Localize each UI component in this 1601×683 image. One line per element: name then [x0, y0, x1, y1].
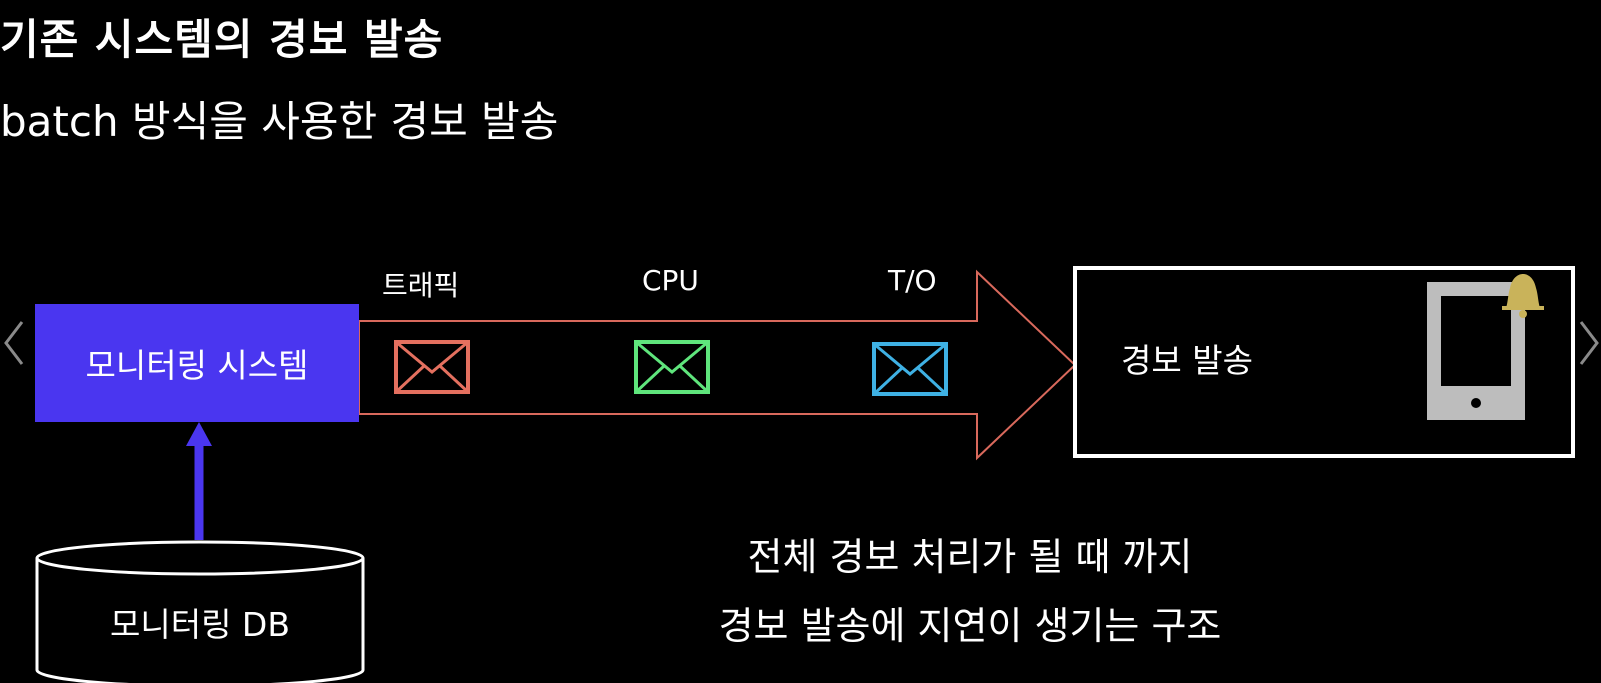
envelope-icon [394, 340, 470, 394]
bell-icon [1502, 274, 1544, 318]
monitoring-system-label: 모니터링 시스템 [85, 346, 309, 385]
db-up-arrow-head [186, 422, 212, 446]
slide-subtitle: batch 방식을 사용한 경보 발송 [0, 97, 559, 146]
message-label-cpu: CPU [642, 264, 699, 297]
database-cylinder [35, 540, 365, 683]
chevron-right-icon[interactable] [1575, 318, 1601, 368]
monitoring-system-box: 모니터링 시스템 [35, 304, 359, 422]
message-label-traffic: 트래픽 [382, 269, 460, 302]
chevron-left-icon[interactable] [0, 318, 30, 368]
message-label-to: T/O [888, 264, 937, 297]
caption-line-2: 경보 발송에 지연이 생기는 구조 [718, 604, 1222, 648]
envelope-icon [872, 342, 948, 396]
alert-box: 경보 발송 [1073, 266, 1575, 458]
caption-line-1: 전체 경보 처리가 될 때 까지 [747, 535, 1193, 579]
envelope-icon [634, 340, 710, 394]
alert-label: 경보 발송 [1121, 341, 1253, 380]
slide-title: 기존 시스템의 경보 발송 [0, 15, 444, 64]
monitoring-db-label: 모니터링 DB [110, 605, 290, 644]
